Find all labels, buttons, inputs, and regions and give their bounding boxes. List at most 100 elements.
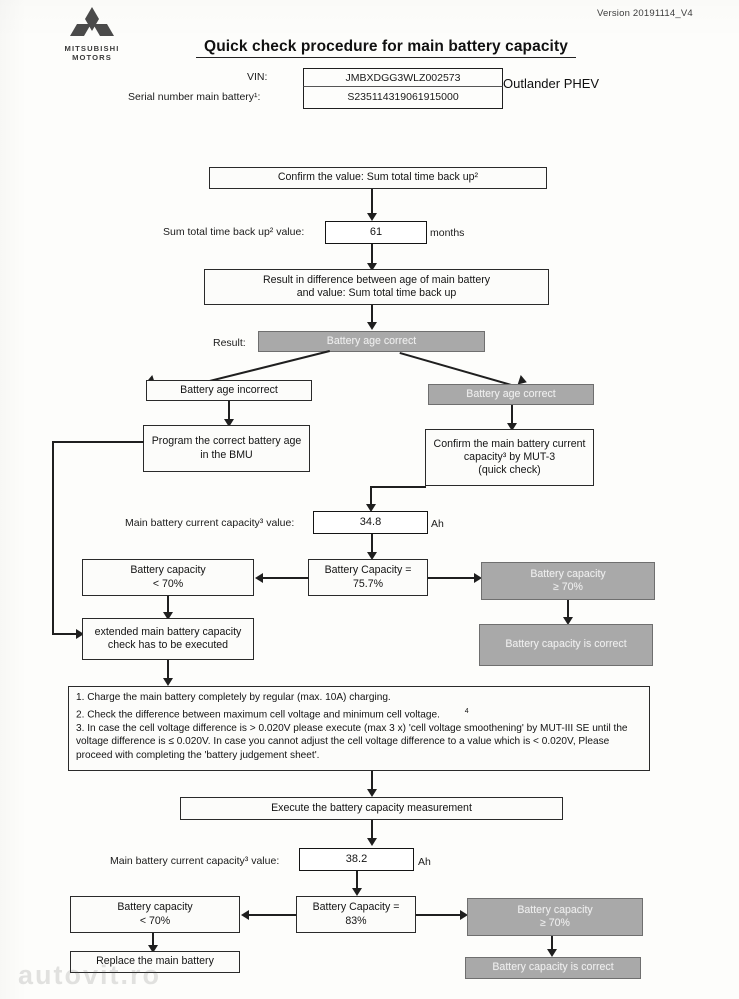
- vin-label: VIN:: [247, 71, 268, 83]
- arrow-down-icon: [148, 945, 158, 953]
- arrow-down-icon: [163, 678, 173, 686]
- logo-text-mitsubishi: MITSUBISHI: [64, 44, 120, 53]
- flow-box-capacity-correct-2[interactable]: Battery capacity is correct: [465, 957, 641, 979]
- instructions-panel: 1. Charge the main battery completely by…: [68, 686, 650, 771]
- connector-line: [248, 914, 296, 916]
- flow-box-result-battery-age-correct[interactable]: Battery age correct: [258, 331, 485, 352]
- connector-line: [370, 486, 372, 508]
- sum-value-field[interactable]: 61: [325, 221, 427, 244]
- extended-check-line1: extended main battery capacity: [94, 625, 242, 638]
- serial-number-label: Serial number main battery¹:: [128, 91, 261, 103]
- sum-value-unit: months: [430, 227, 465, 239]
- connector-line: [371, 534, 373, 556]
- arrow-left-icon: [241, 910, 249, 920]
- arrow-down-icon: [367, 838, 377, 846]
- capacity-value-label-1: Main battery current capacity³ value:: [125, 517, 295, 529]
- flow-box-capacity-ok-2[interactable]: Battery capacity ≥ 70%: [467, 898, 643, 936]
- arrow-down-icon: [224, 419, 234, 427]
- connector-line: [371, 771, 373, 793]
- connector-line: [167, 660, 169, 682]
- flow-box-program-bmu[interactable]: Program the correct battery age in the B…: [143, 425, 310, 472]
- instruction-footnote-marker: 4: [464, 707, 469, 715]
- cap-low-line1-1: Battery capacity: [130, 564, 206, 577]
- result-difference-line2: and value: Sum total time back up: [296, 287, 457, 299]
- connector-line: [52, 441, 54, 634]
- capacity-eq-label-2: Battery Capacity =: [312, 901, 400, 914]
- arrow-right-icon: [474, 573, 482, 583]
- program-bmu-line1: Program the correct battery age: [151, 435, 302, 448]
- arrow-down-icon: [547, 949, 557, 957]
- connector-line: [371, 189, 373, 216]
- connector-line: [356, 871, 358, 892]
- connector-line: [228, 401, 230, 423]
- flow-box-confirm-capacity-mut3[interactable]: Confirm the main battery current capacit…: [425, 429, 594, 486]
- flow-box-capacity-low-1[interactable]: Battery capacity < 70%: [82, 559, 254, 596]
- instruction-line-1: 1. Charge the main battery completely by…: [76, 692, 391, 703]
- cap-low-line1-2: Battery capacity: [117, 901, 193, 914]
- flow-box-confirm-sum[interactable]: Confirm the value: Sum total time back u…: [209, 167, 547, 189]
- mitsubishi-logo: MITSUBISHI MOTORS: [44, 6, 140, 64]
- arrow-down-icon: [366, 504, 376, 512]
- capacity-value-field-2[interactable]: 38.2: [299, 848, 414, 871]
- arrow-right-icon: [76, 629, 84, 639]
- connector-line: [52, 633, 81, 635]
- arrow-down-icon: [563, 617, 573, 625]
- connector-line: [371, 305, 373, 326]
- cap-ok-line1-1: Battery capacity: [530, 567, 606, 580]
- connector-line: [371, 820, 373, 842]
- connector-line: [416, 914, 462, 916]
- extended-check-line2: check has to be executed: [107, 639, 229, 651]
- version-text: Version 20191114_V4: [597, 8, 693, 19]
- connector-line: [167, 596, 169, 616]
- arrow-down-icon: [367, 322, 377, 330]
- arrow-down-icon: [163, 612, 173, 620]
- capacity-value-label-2: Main battery current capacity³ value:: [110, 855, 280, 867]
- arrow-down-icon: [367, 263, 377, 271]
- connector-line: [551, 936, 553, 953]
- connector-line: [428, 577, 476, 579]
- page-title: Quick check procedure for main battery c…: [196, 38, 576, 58]
- cap-ok-line2-2: ≥ 70%: [540, 917, 570, 929]
- model-name: Outlander PHEV: [503, 76, 600, 91]
- flow-box-capacity-correct-1[interactable]: Battery capacity is correct: [479, 624, 653, 666]
- flow-box-capacity-equals-1[interactable]: Battery Capacity = 75.7%: [308, 559, 428, 596]
- cap-low-line2-2: < 70%: [139, 914, 171, 927]
- capacity-eq-label-1: Battery Capacity =: [324, 564, 412, 577]
- confirm-capacity-line3: (quick check): [478, 464, 541, 477]
- connector-line: [370, 486, 426, 488]
- flow-box-extended-check[interactable]: extended main battery capacity check has…: [82, 618, 254, 660]
- capacity-value-field-1[interactable]: 34.8: [313, 511, 428, 534]
- arrow-left-icon: [255, 573, 263, 583]
- flow-box-battery-age-incorrect[interactable]: Battery age incorrect: [146, 380, 312, 401]
- flow-box-capacity-ok-1[interactable]: Battery capacity ≥ 70%: [481, 562, 655, 600]
- connector-line: [511, 405, 513, 427]
- three-diamonds-icon: [70, 7, 114, 36]
- arrow-down-icon: [367, 789, 377, 797]
- arrow-down-icon: [367, 213, 377, 221]
- flow-box-battery-age-correct[interactable]: Battery age correct: [428, 384, 594, 405]
- instruction-line-3: 3. In case the cell voltage difference i…: [76, 722, 628, 761]
- flow-box-capacity-low-2[interactable]: Battery capacity < 70%: [70, 896, 240, 933]
- flow-box-replace-battery[interactable]: Replace the main battery: [70, 951, 240, 973]
- sum-value-label: Sum total time back up² value:: [163, 226, 305, 238]
- arrow-down-icon: [367, 552, 377, 560]
- flow-box-result-difference[interactable]: Result in difference between age of main…: [204, 269, 549, 305]
- serial-number-field[interactable]: S235114319061915000: [303, 87, 503, 109]
- arrow-down-icon: [352, 888, 362, 896]
- logo-text-motors: MOTORS: [72, 53, 112, 62]
- confirm-capacity-line2: capacity³ by MUT-3: [463, 450, 556, 463]
- instruction-line-2-wrap: 2. Check the difference between maximum …: [76, 705, 642, 722]
- confirm-capacity-line1: Confirm the main battery current: [433, 437, 586, 450]
- flow-box-execute-measurement[interactable]: Execute the battery capacity measurement: [180, 797, 563, 820]
- capacity-unit-2: Ah: [418, 856, 431, 868]
- capacity-eq-value-2: 83%: [345, 914, 367, 927]
- connector-line: [567, 600, 569, 621]
- capacity-eq-value-1: 75.7%: [352, 577, 384, 590]
- flow-box-capacity-equals-2[interactable]: Battery Capacity = 83%: [296, 896, 416, 933]
- cap-ok-line2-1: ≥ 70%: [553, 581, 583, 593]
- watermark: autovit.ro: [18, 960, 162, 990]
- connector-line: [262, 577, 309, 579]
- capacity-unit-1: Ah: [431, 518, 444, 530]
- vin-field[interactable]: JMBXDGG3WLZ002573: [303, 68, 503, 87]
